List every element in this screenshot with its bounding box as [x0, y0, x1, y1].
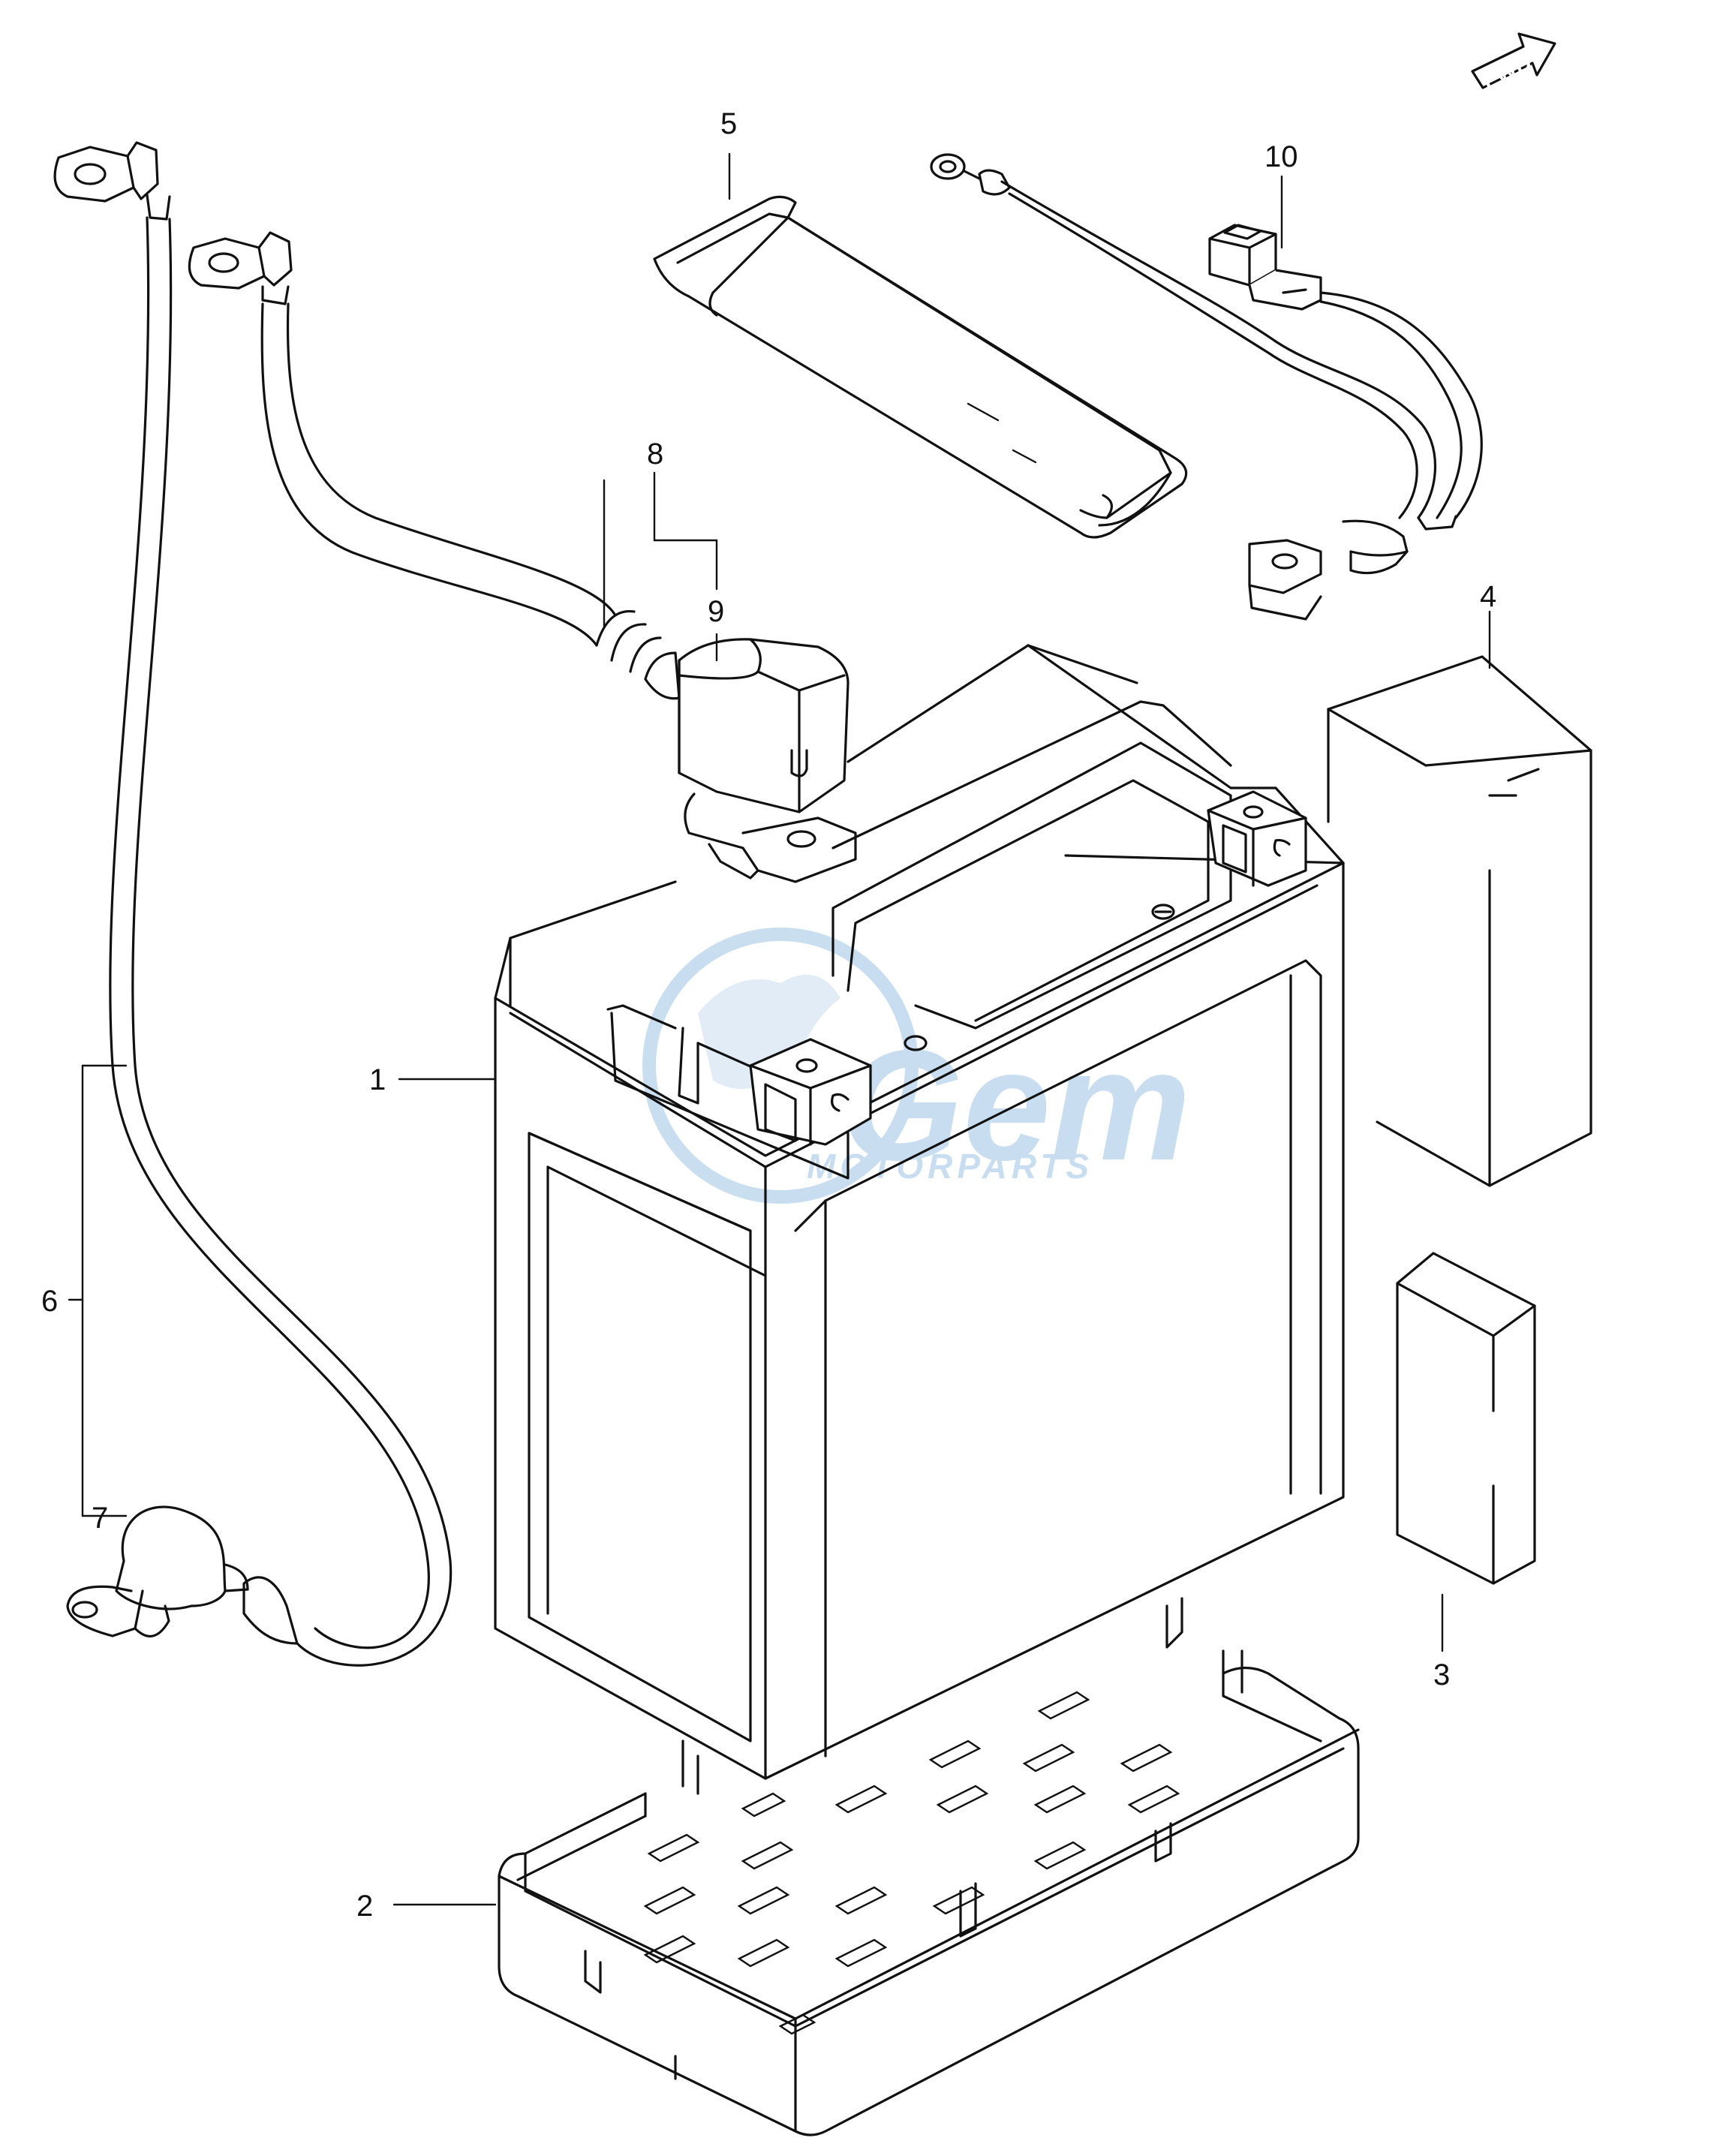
- battery-tray: [498, 1597, 1360, 2136]
- sub-harness: [930, 153, 1483, 621]
- callout-10: 10: [1264, 140, 1298, 173]
- fwd-arrow-icon: FWD: [1471, 32, 1556, 95]
- callout-6: 6: [41, 1285, 58, 1318]
- callout-3: 3: [1433, 1658, 1450, 1691]
- callout-7: 7: [92, 1502, 108, 1535]
- battery: [494, 644, 1345, 1780]
- callout-2: 2: [356, 1890, 373, 1923]
- callout-5: 5: [720, 107, 737, 140]
- large-label-sheet: [1327, 655, 1592, 1187]
- callout-leaders: [68, 152, 1491, 1906]
- watermark-sub: MOTORPARTS: [807, 1147, 1093, 1186]
- battery-strap: [653, 195, 1188, 539]
- watermark-logo: Gem MOTORPARTS: [642, 928, 1191, 1204]
- callout-4: 4: [1480, 580, 1496, 613]
- callout-1: 1: [369, 1063, 386, 1096]
- callout-8: 8: [647, 438, 663, 471]
- callout-9: 9: [708, 595, 724, 628]
- negative-lead-cable: [53, 141, 453, 1667]
- small-label-sheet: [1396, 1252, 1536, 1585]
- tray-vent-slots: [643, 1691, 1180, 2035]
- positive-lead-cable: [188, 231, 857, 883]
